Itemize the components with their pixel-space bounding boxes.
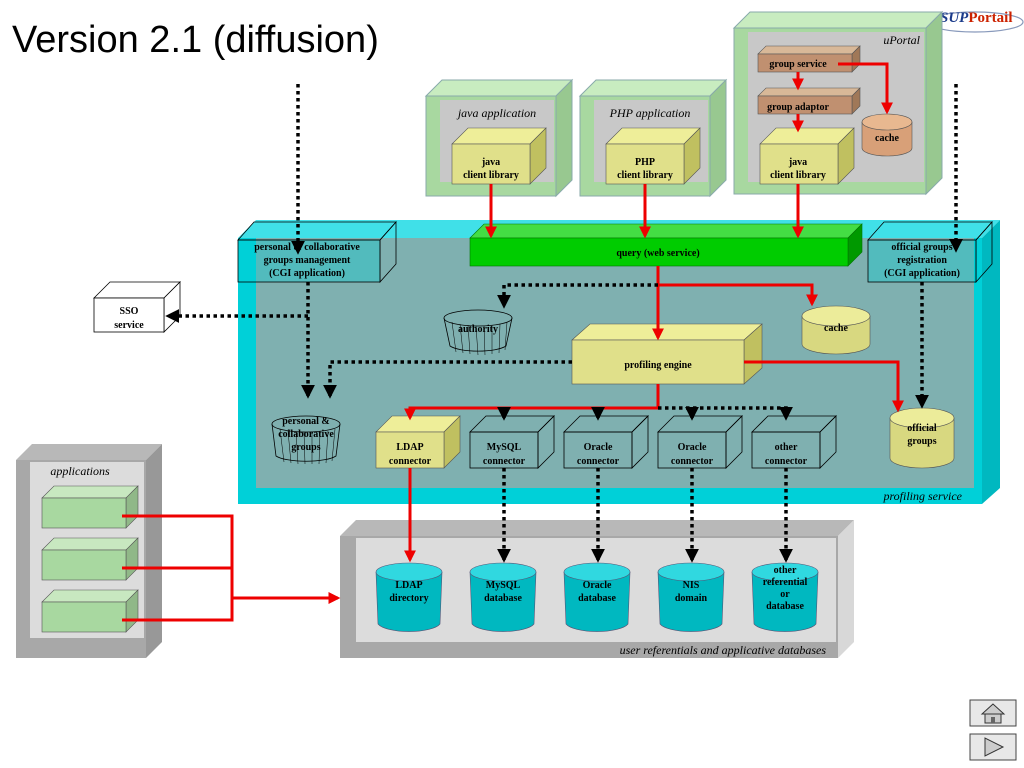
play-icon [984, 737, 1005, 757]
uportal-cache-label: cache [875, 133, 899, 144]
php-client-library-node: PHP client library [605, 127, 701, 185]
oracle-connector-2-line: connector [671, 456, 714, 467]
uportal-java-library-line: client library [770, 170, 826, 181]
group-adaptor-node: group adaptor [757, 87, 861, 115]
nis-domain-cylinder: NIS domain [657, 562, 725, 632]
profiling-engine-label: profiling engine [624, 360, 692, 371]
profiling-service-label: profiling service [882, 489, 962, 503]
ldap-directory-line: LDAP [395, 580, 422, 591]
other-database-line: database [766, 601, 804, 612]
php-application-label: PHP application [609, 106, 691, 120]
java-application-label: java application [456, 106, 536, 120]
dotted-flow-arrows [165, 84, 963, 563]
ldap-connector-line: LDAP [396, 442, 423, 453]
nis-domain-line: domain [675, 593, 708, 604]
official-groups-registration-line: registration [897, 255, 947, 266]
personal-groups-cylinder: personal & collaborative groups [271, 415, 341, 465]
home-button[interactable] [969, 699, 1017, 727]
authority-label: authority [458, 324, 498, 335]
java-client-library-node: java client library [451, 127, 547, 185]
php-client-library-line: client library [617, 170, 673, 181]
nis-domain-line: NIS [683, 580, 700, 591]
cache-cylinder: cache [801, 305, 871, 355]
ldap-directory-line: directory [389, 593, 428, 604]
application-item [41, 537, 139, 581]
ldap-connector-node: LDAP connector [375, 415, 461, 469]
oracle-connector-1-line: connector [577, 456, 620, 467]
oracle-connector-1-line: Oracle [584, 442, 613, 453]
query-web-service-node: query (web service) [469, 223, 863, 267]
other-database-line: other [774, 565, 797, 576]
next-button[interactable] [969, 733, 1017, 761]
cache-label: cache [824, 323, 848, 334]
mysql-connector-line: MySQL [487, 442, 522, 453]
group-service-node: group service [757, 45, 861, 73]
arrow-engine-to-other-connector [658, 406, 793, 421]
logo-suffix: Portail [968, 10, 1012, 26]
ldap-directory-cylinder: LDAP directory [375, 562, 443, 632]
other-database-cylinder: other referential or database [751, 562, 819, 632]
arrow-engine-to-official-groups [744, 360, 904, 413]
applications-label: applications [50, 464, 110, 478]
uportal-label: uPortal [883, 33, 920, 47]
official-groups-line: groups [907, 436, 936, 447]
other-database-line: referential [763, 577, 808, 588]
official-groups-registration-line: official groups [891, 242, 952, 253]
sso-service-node: SSO service [93, 281, 181, 333]
personal-groups-management-line: (CGI application) [269, 268, 345, 279]
official-groups-registration-line: (CGI application) [884, 268, 960, 279]
arrow-engine-to-ldap-connector [404, 384, 660, 421]
ldap-connector-line: connector [389, 456, 432, 467]
authority-cylinder: authority [443, 309, 513, 356]
oracle-database-cylinder: Oracle database [563, 562, 631, 632]
other-database-line: or [780, 589, 790, 600]
personal-groups-line: personal & [282, 416, 330, 427]
uportal-java-library-line: java [788, 157, 807, 168]
group-adaptor-label: group adaptor [767, 102, 829, 113]
oracle-database-line: Oracle [583, 580, 612, 591]
uportal-java-library-node: java client library [759, 127, 855, 185]
arrow-query-to-authority [497, 283, 658, 309]
mysql-database-line: MySQL [486, 580, 521, 591]
personal-groups-management-node: personal & collaborative groups manageme… [237, 220, 397, 284]
official-groups-cylinder: official groups [889, 407, 955, 469]
applications-box: applications [16, 444, 162, 658]
php-client-library-line: PHP [635, 157, 655, 168]
mysql-database-line: database [484, 593, 522, 604]
personal-groups-line: groups [291, 442, 320, 453]
arrow-group-service-to-cache [838, 62, 893, 115]
mysql-database-cylinder: MySQL database [469, 562, 537, 632]
page-title: Version 2.1 (diffusion) [12, 19, 379, 61]
official-groups-line: official [907, 423, 937, 434]
query-web-service-label: query (web service) [616, 248, 699, 259]
personal-groups-management-line: groups management [264, 255, 351, 266]
application-item [41, 485, 139, 529]
group-service-label: group service [769, 59, 827, 70]
oracle-database-line: database [578, 593, 616, 604]
personal-groups-management-line: personal & collaborative [254, 242, 360, 253]
red-flow-arrows [122, 62, 904, 622]
line-application-3 [122, 598, 234, 622]
sso-service-line: service [114, 320, 144, 331]
java-client-library-line: java [481, 157, 500, 168]
java-client-library-line: client library [463, 170, 519, 181]
profiling-engine-node: profiling engine [571, 323, 763, 385]
referentials-label: user referentials and applicative databa… [620, 643, 827, 657]
sso-service-line: SSO [120, 306, 139, 317]
arrow-query-to-cache [658, 283, 818, 307]
personal-groups-line: collaborative [278, 429, 334, 440]
uportal-cache-cylinder: cache [861, 113, 913, 157]
home-icon [980, 703, 1006, 724]
other-connector-line: other [775, 442, 798, 453]
arrow-application-to-referentials [122, 514, 341, 604]
oracle-connector-2-line: Oracle [678, 442, 707, 453]
application-item [41, 589, 139, 633]
mysql-connector-line: connector [483, 456, 526, 467]
other-connector-line: connector [765, 456, 808, 467]
